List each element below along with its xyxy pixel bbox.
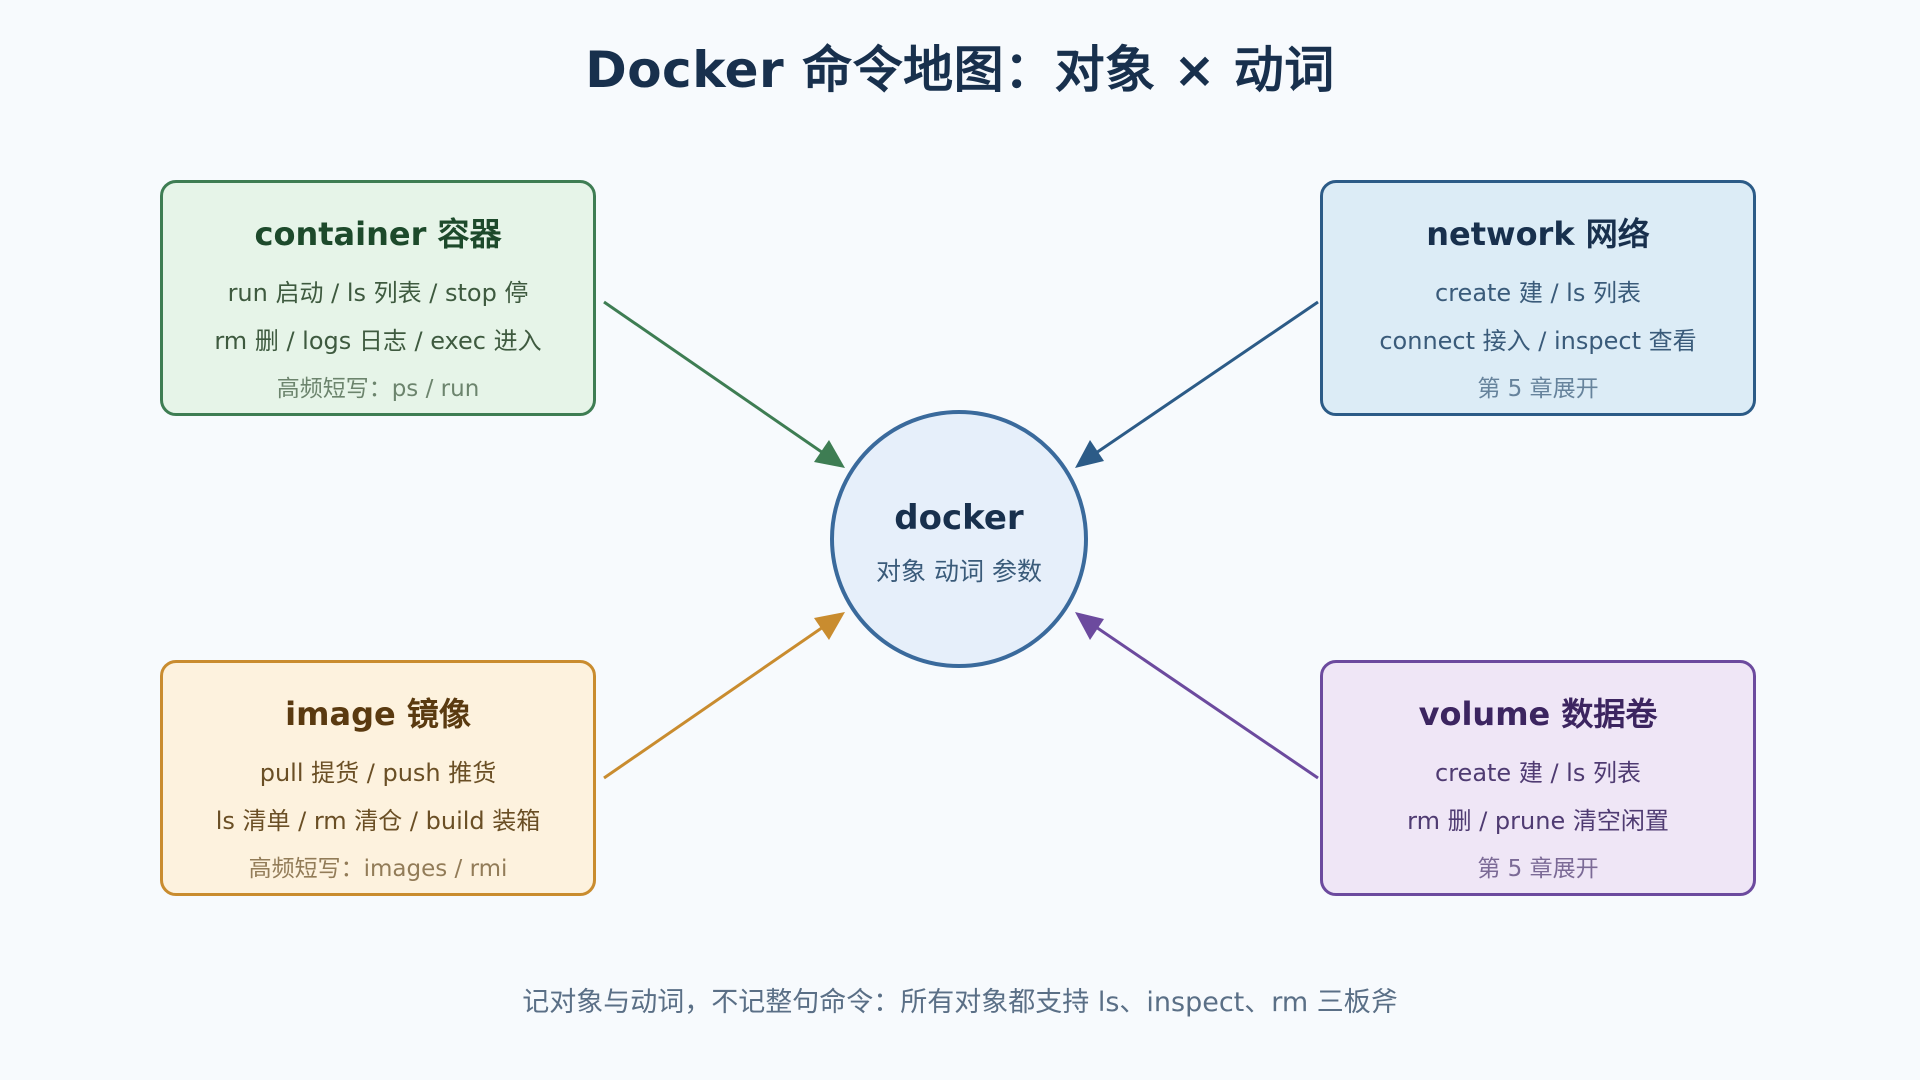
container-box: container 容器 run 启动 / ls 列表 / stop 停 rm … (160, 180, 596, 416)
arrow-network-to-docker (1092, 300, 1319, 457)
docker-center-title: docker (894, 498, 1024, 538)
container-box-note: 高频短写：ps / run (276, 376, 480, 402)
diagram-title: Docker 命令地图：对象 × 动词 (585, 41, 1335, 99)
image-box-line-2: ls 清单 / rm 清仓 / build 装箱 (215, 807, 541, 835)
volume-box-line-2: rm 删 / prune 清空闲置 (1407, 807, 1669, 835)
footer-note: 记对象与动词，不记整句命令：所有对象都支持 ls、inspect、rm 三板斧 (522, 987, 1398, 1018)
arrow-volume-to-docker (1092, 623, 1319, 780)
docker-center-node: docker 对象 动词 参数 (830, 410, 1088, 668)
image-box-line-1: pull 提货 / push 推货 (259, 759, 497, 787)
volume-box-line-1: create 建 / ls 列表 (1435, 759, 1641, 787)
image-box-note: 高频短写：images / rmi (248, 856, 508, 882)
network-box-line-2: connect 接入 / inspect 查看 (1379, 327, 1697, 355)
container-box-line-2: rm 删 / logs 日志 / exec 进入 (214, 327, 542, 355)
arrow-container-to-docker (603, 300, 827, 457)
volume-box: volume 数据卷 create 建 / ls 列表 rm 删 / prune… (1320, 660, 1756, 896)
image-box-title: image 镜像 (285, 695, 471, 733)
arrow-image-head (814, 612, 845, 640)
arrow-image-to-docker (603, 623, 827, 780)
volume-box-note: 第 5 章展开 (1477, 856, 1599, 882)
network-box-line-1: create 建 / ls 列表 (1435, 279, 1641, 307)
arrow-network-head (1075, 440, 1104, 468)
docker-center-subtitle: 对象 动词 参数 (876, 557, 1042, 586)
container-box-line-1: run 启动 / ls 列表 / stop 停 (227, 279, 529, 307)
image-box: image 镜像 pull 提货 / push 推货 ls 清单 / rm 清仓… (160, 660, 596, 896)
network-box: network 网络 create 建 / ls 列表 connect 接入 /… (1320, 180, 1756, 416)
volume-box-title: volume 数据卷 (1418, 695, 1658, 733)
network-box-note: 第 5 章展开 (1477, 376, 1599, 402)
arrow-container-head (814, 440, 845, 468)
network-box-title: network 网络 (1426, 215, 1650, 253)
arrow-volume-head (1075, 612, 1104, 640)
container-box-title: container 容器 (254, 215, 502, 253)
